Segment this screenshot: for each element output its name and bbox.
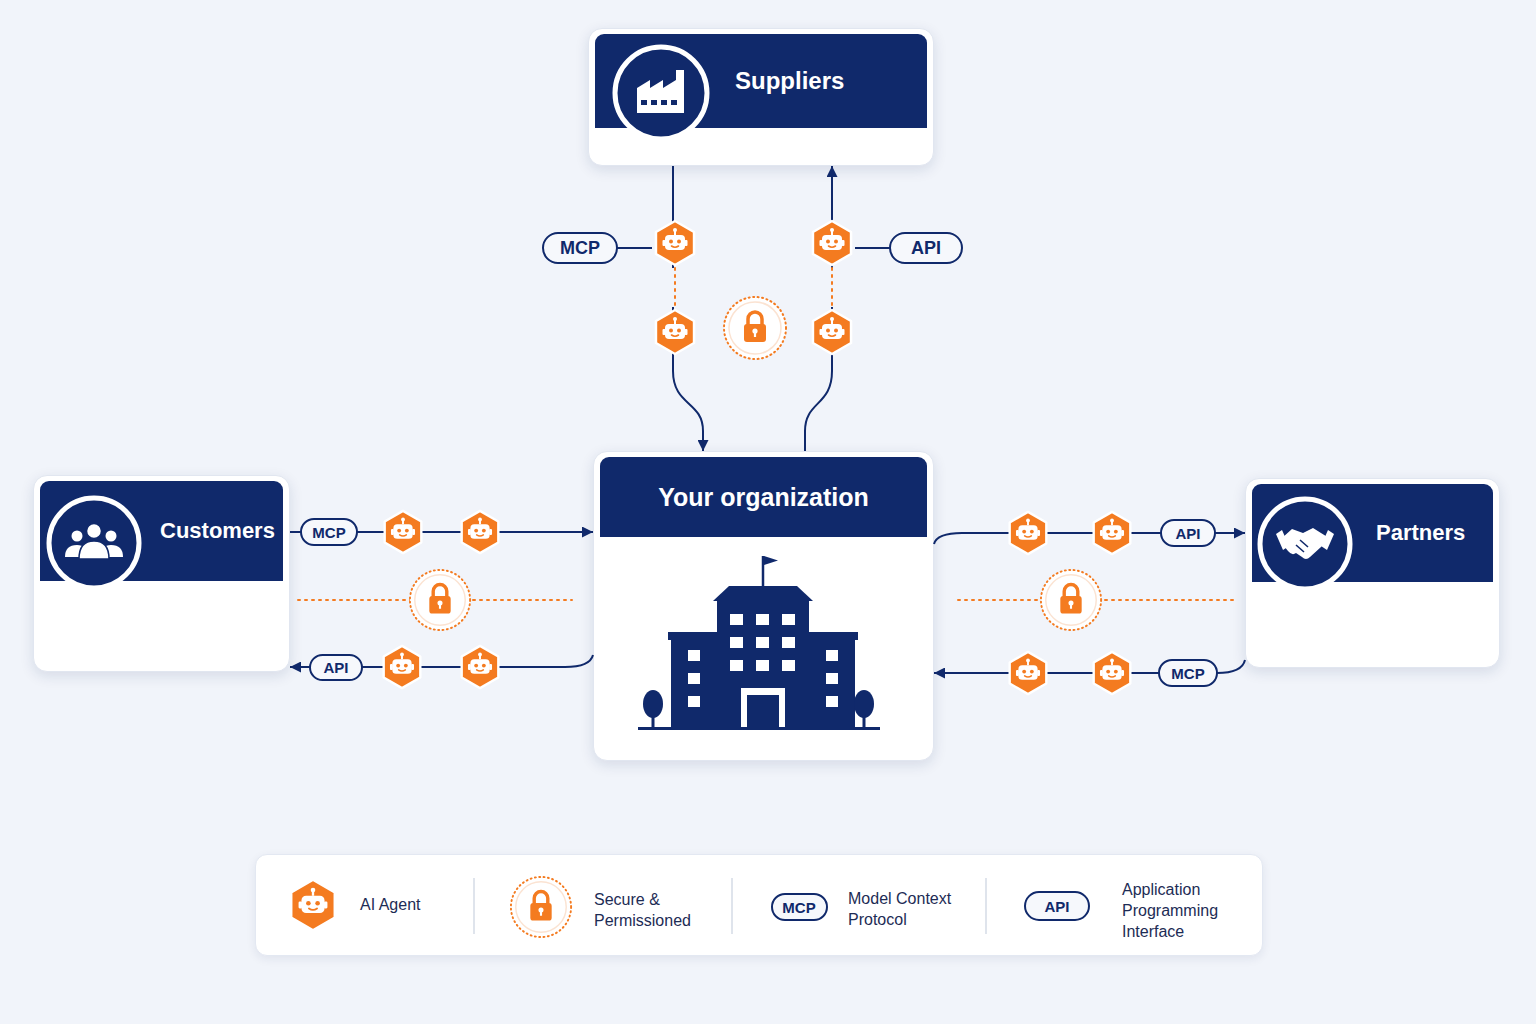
protocol-pill: API xyxy=(309,654,363,681)
legend-divider xyxy=(985,878,987,934)
secure-dotted-line xyxy=(298,599,572,601)
legend-label: Secure & Permissioned xyxy=(594,889,704,931)
secure-dotted-line xyxy=(674,268,676,307)
ai-agent xyxy=(462,511,499,553)
legend-pill-sample: API xyxy=(1024,891,1090,921)
ai-agent xyxy=(656,221,694,265)
legend-agent-sample xyxy=(291,880,335,931)
legend-pill-sample: MCP xyxy=(771,893,828,921)
connector xyxy=(673,166,703,451)
ai-agent xyxy=(1010,652,1047,694)
box-title: Customers xyxy=(160,518,275,544)
ai-agent xyxy=(385,511,422,553)
ai-agent xyxy=(462,646,499,688)
box-title: Your organization xyxy=(658,483,869,512)
protocol-pill: MCP xyxy=(542,232,618,264)
secure-dotted-line xyxy=(958,599,1235,601)
legend-divider xyxy=(473,878,475,934)
connector xyxy=(805,166,832,451)
legend-label: Model Context Protocol xyxy=(848,888,973,930)
protocol-pill: API xyxy=(889,232,963,264)
header-band: Partners xyxy=(1252,484,1493,582)
organization-box: Your organization xyxy=(593,451,934,761)
header-band: Your organization xyxy=(600,457,927,537)
header-band: Suppliers xyxy=(595,34,927,128)
ai-agent xyxy=(656,310,694,354)
partner-box: Partners xyxy=(1245,478,1500,668)
leader-line xyxy=(855,247,891,249)
secure-lock xyxy=(1041,570,1101,630)
line-cover xyxy=(829,268,835,307)
protocol-pill: MCP xyxy=(300,518,358,546)
ai-agent xyxy=(813,221,851,265)
legend-lock-sample xyxy=(511,877,571,937)
supplier-box: Suppliers xyxy=(588,28,934,166)
legend-divider xyxy=(731,878,733,934)
ai-agent xyxy=(1010,512,1047,554)
legend-label: AI Agent xyxy=(360,894,460,915)
secure-lock xyxy=(724,297,786,359)
ai-agent xyxy=(1094,652,1131,694)
ai-agent xyxy=(384,646,421,688)
protocol-pill: MCP xyxy=(1158,659,1218,687)
ai-agent xyxy=(1094,512,1131,554)
header-band: Customers xyxy=(40,481,283,581)
box-title: Partners xyxy=(1376,520,1465,546)
secure-dotted-line xyxy=(831,268,833,307)
protocol-pill: API xyxy=(1160,519,1216,547)
customer-box: Customers xyxy=(33,475,290,672)
line-cover xyxy=(672,268,678,307)
box-title: Suppliers xyxy=(735,67,844,95)
legend-label: Application Programming Interface xyxy=(1122,879,1232,942)
ai-agent xyxy=(813,310,851,354)
secure-lock xyxy=(410,570,470,630)
leader-line xyxy=(616,247,652,249)
